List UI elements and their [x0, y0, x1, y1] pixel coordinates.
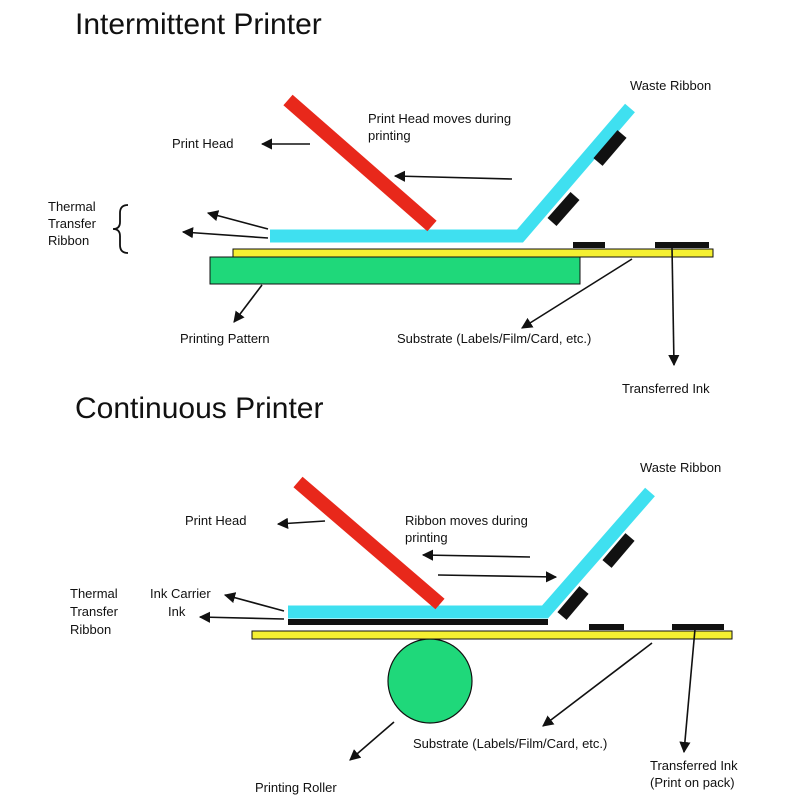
intermittent-waste-ink	[593, 130, 627, 166]
continuous-ttr-label: Thermal	[70, 586, 118, 601]
intermittent-ttr-label-2: Transfer	[48, 216, 97, 231]
intermittent-substrate-label: Substrate (Labels/Film/Card, etc.)	[397, 331, 591, 346]
continuous-transferred-ink-label-2: (Print on pack)	[650, 775, 735, 790]
intermittent-waste-ribbon-label: Waste Ribbon	[630, 78, 711, 93]
continuous-ink-carrier-label: Ink Carrier	[150, 586, 211, 601]
continuous-ttr-label-2: Transfer	[70, 604, 119, 619]
continuous-transferred-ink-block	[672, 624, 724, 630]
continuous-arrow-ink	[198, 611, 285, 623]
continuous-ribbon-moves-label: Ribbon moves during	[405, 513, 528, 528]
continuous-section: Continuous Printer Waste Ribbon Print He…	[70, 392, 738, 795]
continuous-arrow-printing-roller	[349, 721, 395, 761]
intermittent-arrow-transferred-ink	[668, 246, 680, 367]
intermittent-head-moves-label: Print Head moves during	[368, 111, 511, 126]
continuous-ink-layer	[288, 619, 548, 625]
continuous-substrate	[251, 630, 733, 640]
intermittent-print-head-label: Print Head	[172, 136, 233, 151]
continuous-waste-ink	[557, 586, 589, 620]
intermittent-waste-ink	[547, 192, 580, 226]
continuous-arrow-ink-carrier	[223, 592, 285, 612]
continuous-substrate-label: Substrate (Labels/Film/Card, etc.)	[413, 736, 607, 751]
intermittent-arrow-ribbon-2	[181, 227, 269, 239]
intermittent-section: Intermittent Printer Waste Ribbon Print …	[48, 8, 714, 396]
continuous-print-head-label: Print Head	[185, 513, 246, 528]
continuous-arrow-ribbon-back	[421, 549, 531, 561]
continuous-ribbon-moves-label-2: printing	[405, 530, 448, 545]
continuous-arrow-ribbon-forward	[437, 571, 558, 583]
continuous-ink-label: Ink	[168, 604, 186, 619]
intermittent-arrow-ribbon-1	[206, 210, 269, 230]
intermittent-head-moves-label-2: printing	[368, 128, 411, 143]
intermittent-arrow-head-moves	[393, 170, 513, 182]
intermittent-transferred-ink-label: Transferred Ink	[622, 381, 710, 396]
continuous-waste-ribbon-label: Waste Ribbon	[640, 460, 721, 475]
continuous-arrow-substrate	[542, 642, 653, 727]
continuous-ttr-label-3: Ribbon	[70, 622, 111, 637]
intermittent-brace	[112, 204, 129, 254]
intermittent-transferred-ink-block	[655, 242, 709, 248]
intermittent-waste-ribbon	[270, 103, 635, 243]
intermittent-transferred-ink-block	[573, 242, 605, 248]
continuous-transferred-ink-block	[589, 624, 624, 630]
intermittent-ttr-label-3: Ribbon	[48, 233, 89, 248]
intermittent-title: Intermittent Printer	[75, 8, 322, 41]
intermittent-arrow-substrate	[521, 258, 633, 329]
continuous-printing-roller-label: Printing Roller	[255, 780, 337, 795]
intermittent-print-head	[283, 94, 437, 232]
continuous-transferred-ink-label: Transferred Ink	[650, 758, 738, 773]
continuous-print-head	[293, 476, 445, 610]
continuous-printing-roller	[387, 638, 473, 724]
intermittent-substrate	[232, 248, 714, 258]
continuous-waste-ribbon	[288, 487, 655, 619]
intermittent-arrow-printing-pattern	[233, 284, 263, 323]
continuous-arrow-transferred-ink	[679, 628, 696, 754]
continuous-waste-ink	[602, 533, 635, 568]
intermittent-ttr-label: Thermal	[48, 199, 96, 214]
intermittent-printing-pattern	[209, 256, 581, 285]
intermittent-printing-pattern-label: Printing Pattern	[180, 331, 270, 346]
continuous-title: Continuous Printer	[75, 392, 323, 425]
continuous-arrow-print-head	[276, 517, 326, 529]
